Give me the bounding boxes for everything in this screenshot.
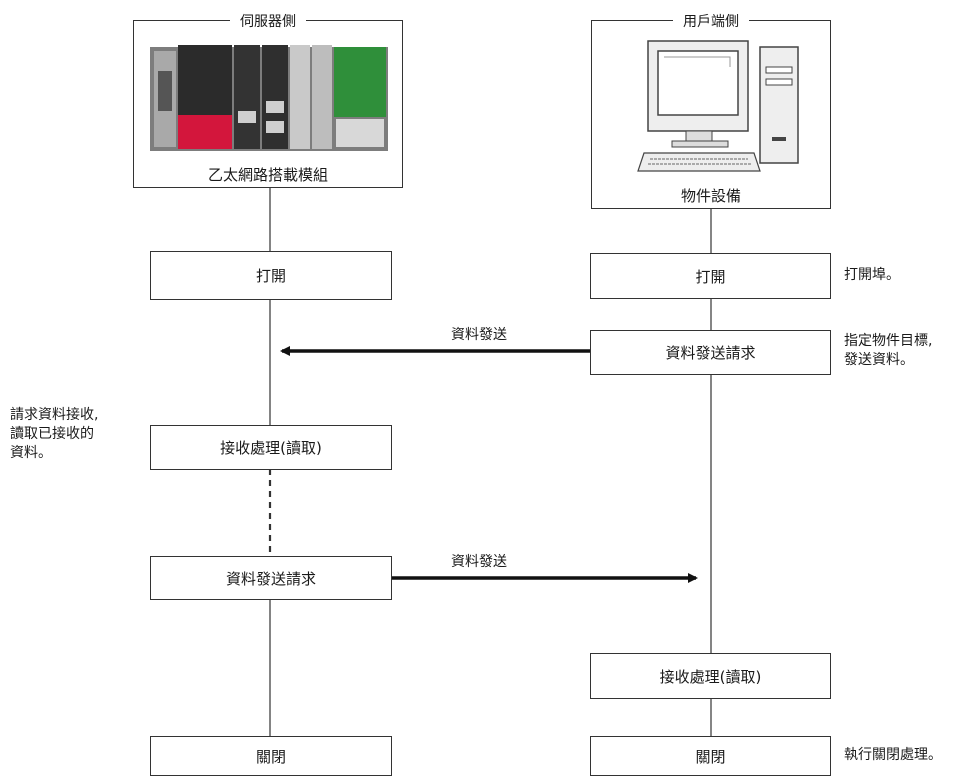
server-title: 伺服器側 bbox=[230, 14, 306, 30]
computer-icon bbox=[637, 40, 799, 172]
client-group: 用戶端側 物件設備 bbox=[591, 14, 831, 209]
note-specify-target: 指定物件目標, 發送資料。 bbox=[844, 333, 933, 368]
note-request-receive: 請求資料接收, 讀取已接收的 資料。 bbox=[10, 407, 99, 461]
arrow-label-client-to-server: 資料發送 bbox=[451, 327, 507, 343]
server-group: 伺服器側 乙太網路搭載模組 bbox=[133, 14, 403, 188]
note-execute-close: 執行關閉處理。 bbox=[844, 747, 942, 763]
plc-module-image bbox=[150, 45, 388, 151]
client-title: 用戶端側 bbox=[673, 14, 749, 30]
server-caption: 乙太網路搭載模組 bbox=[207, 166, 328, 184]
client-open-box: 打開 bbox=[590, 253, 831, 299]
server-open-box: 打開 bbox=[150, 251, 392, 300]
arrow-label-server-to-client: 資料發送 bbox=[451, 554, 507, 570]
server-send-request-box: 資料發送請求 bbox=[150, 556, 392, 600]
client-caption: 物件設備 bbox=[680, 187, 741, 205]
client-send-request-box: 資料發送請求 bbox=[590, 330, 831, 375]
client-receive-box: 接收處理(讀取) bbox=[590, 653, 831, 699]
server-close-box: 關閉 bbox=[150, 736, 392, 776]
server-receive-box: 接收處理(讀取) bbox=[150, 425, 392, 470]
client-close-box: 關閉 bbox=[590, 736, 831, 776]
note-open-port: 打開埠。 bbox=[844, 267, 900, 283]
